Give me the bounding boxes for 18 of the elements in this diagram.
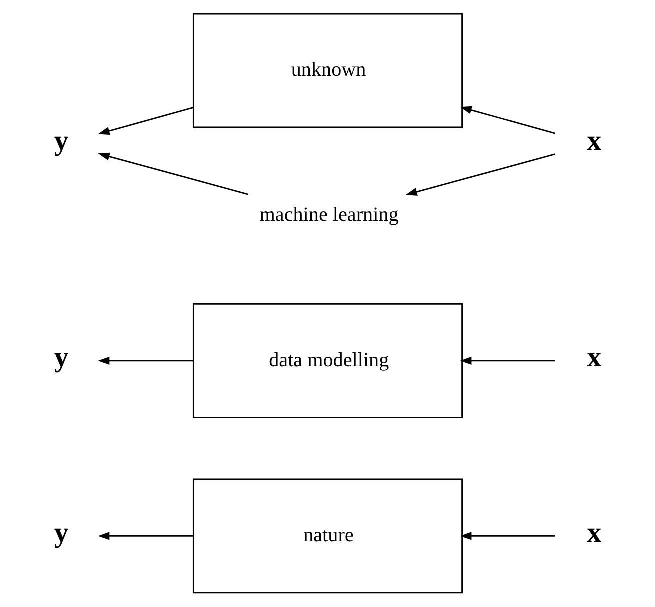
arrow [460,106,555,134]
node-box: unknown [192,13,463,128]
arrow [98,532,194,540]
arrow [460,532,555,540]
arrow [405,154,555,196]
node-text: x [586,124,602,157]
node-box: data modelling [192,304,463,418]
arrow [98,152,248,196]
arrow [98,107,194,136]
node-text: y [54,124,68,157]
node-text: machine learning [259,204,398,226]
node-text: y [54,516,68,549]
arrow [98,356,194,365]
node-box: nature [192,478,463,594]
node-text: y [54,342,68,374]
node-text: x [586,516,602,549]
arrow [460,356,555,365]
node-text: x [586,342,602,374]
